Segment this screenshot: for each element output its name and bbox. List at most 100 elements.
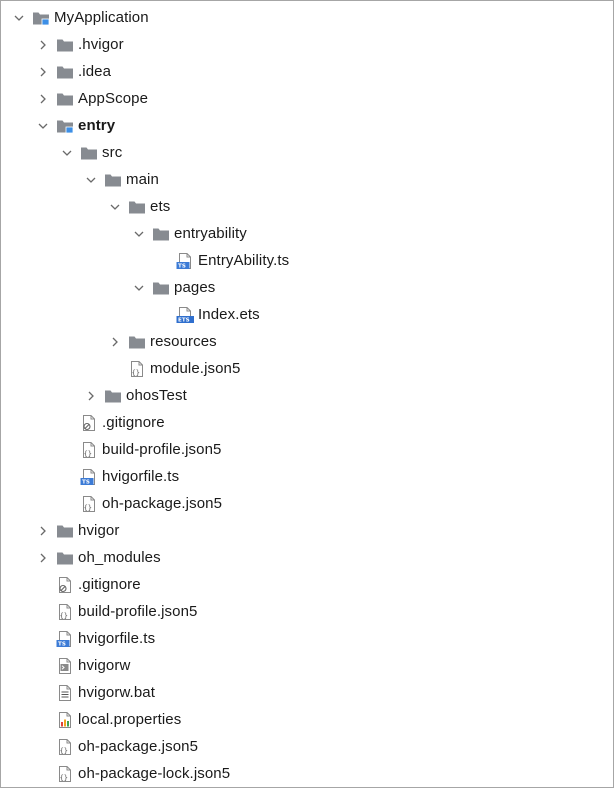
tree-item-label: build-profile.json5 <box>78 603 198 620</box>
tree-item-root-gitignore[interactable]: .gitignore <box>1 571 613 598</box>
svg-text:{}: {} <box>132 369 140 377</box>
tree-item-root-build-profile[interactable]: {} build-profile.json5 <box>1 598 613 625</box>
chevron-right-icon[interactable] <box>35 37 51 53</box>
tree-item-hvigorw-bat[interactable]: hvigorw.bat <box>1 679 613 706</box>
tree-item-idea[interactable]: .idea <box>1 58 613 85</box>
folder-icon <box>56 36 74 54</box>
tree-item-label: src <box>102 144 123 161</box>
gitignore-file-icon <box>80 414 98 432</box>
tree-item-resources[interactable]: resources <box>1 328 613 355</box>
tree-item-oh-modules[interactable]: oh_modules <box>1 544 613 571</box>
tree-item-label: oh-package.json5 <box>78 738 199 755</box>
tree-item-label: Index.ets <box>198 306 260 323</box>
folder-icon <box>152 279 170 297</box>
folder-icon <box>104 171 122 189</box>
svg-text:ETS: ETS <box>178 317 190 323</box>
tree-item-appscope[interactable]: AppScope <box>1 85 613 112</box>
tree-item-label: build-profile.json5 <box>102 441 222 458</box>
tree-item-root-hvigorfile[interactable]: TS hvigorfile.ts <box>1 625 613 652</box>
json-file-icon: {} <box>80 495 98 513</box>
chevron-right-icon[interactable] <box>83 388 99 404</box>
chevron-right-icon[interactable] <box>35 523 51 539</box>
tree-item-label: hvigor <box>78 522 120 539</box>
tree-item-root-oh-package-lock[interactable]: {} oh-package-lock.json5 <box>1 760 613 787</box>
tree-item-hvigorw[interactable]: hvigorw <box>1 652 613 679</box>
svg-text:TS: TS <box>82 479 90 485</box>
tree-item-label: local.properties <box>78 711 182 728</box>
tree-item-label: .idea <box>78 63 112 80</box>
ets-file-icon: ETS <box>176 306 194 324</box>
module-folder-icon <box>56 117 74 135</box>
folder-icon <box>152 225 170 243</box>
json-file-icon: {} <box>80 441 98 459</box>
tree-item-pages[interactable]: pages <box>1 274 613 301</box>
folder-icon <box>128 333 146 351</box>
tree-item-label: main <box>126 171 159 188</box>
script-file-icon <box>56 657 74 675</box>
json-file-icon: {} <box>128 360 146 378</box>
folder-icon <box>104 387 122 405</box>
tree-item-label: entryability <box>174 225 247 242</box>
tree-item-entry-gitignore[interactable]: .gitignore <box>1 409 613 436</box>
tree-item-label: ohosTest <box>126 387 187 404</box>
tree-item-label: EntryAbility.ts <box>198 252 290 269</box>
tree-item-entry-oh-package[interactable]: {} oh-package.json5 <box>1 490 613 517</box>
tree-item-main[interactable]: main <box>1 166 613 193</box>
tree-item-label: hvigorw.bat <box>78 684 155 701</box>
tree-item-ohostest[interactable]: ohosTest <box>1 382 613 409</box>
svg-text:{}: {} <box>60 774 68 782</box>
tree-item-label: .gitignore <box>102 414 165 431</box>
tree-item-src[interactable]: src <box>1 139 613 166</box>
tree-item-entry-hvigorfile[interactable]: TS hvigorfile.ts <box>1 463 613 490</box>
chevron-down-icon[interactable] <box>11 10 27 26</box>
json-file-icon: {} <box>56 738 74 756</box>
ts-file-icon: TS <box>176 252 194 270</box>
properties-file-icon <box>56 711 74 729</box>
tree-item-label: hvigorfile.ts <box>78 630 156 647</box>
tree-item-label: oh-package.json5 <box>102 495 223 512</box>
tree-item-module-json5[interactable]: {} module.json5 <box>1 355 613 382</box>
chevron-down-icon[interactable] <box>131 280 147 296</box>
tree-item-label: oh-package-lock.json5 <box>78 765 231 782</box>
chevron-right-icon[interactable] <box>35 64 51 80</box>
tree-item-label: .gitignore <box>78 576 141 593</box>
svg-text:{}: {} <box>84 504 92 512</box>
tree-item-label: .hvigor <box>78 36 124 53</box>
folder-icon <box>56 90 74 108</box>
tree-item-ets[interactable]: ets <box>1 193 613 220</box>
tree-item-local-properties[interactable]: local.properties <box>1 706 613 733</box>
tree-item-index-ets[interactable]: ETS Index.ets <box>1 301 613 328</box>
folder-icon <box>56 522 74 540</box>
chevron-down-icon[interactable] <box>35 118 51 134</box>
chevron-down-icon[interactable] <box>83 172 99 188</box>
folder-icon <box>56 549 74 567</box>
ts-file-icon: TS <box>56 630 74 648</box>
chevron-down-icon[interactable] <box>107 199 123 215</box>
tree-item-label: pages <box>174 279 216 296</box>
folder-icon <box>80 144 98 162</box>
chevron-down-icon[interactable] <box>131 226 147 242</box>
tree-item-entry[interactable]: entry <box>1 112 613 139</box>
chevron-right-icon[interactable] <box>107 334 123 350</box>
tree-item-label: module.json5 <box>150 360 241 377</box>
tree-item-label: resources <box>150 333 217 350</box>
folder-icon <box>56 63 74 81</box>
chevron-right-icon[interactable] <box>35 91 51 107</box>
tree-item-hvigor-dir[interactable]: .hvigor <box>1 31 613 58</box>
svg-text:TS: TS <box>58 641 66 647</box>
tree-item-label: entry <box>78 117 116 134</box>
module-folder-icon <box>32 9 50 27</box>
chevron-right-icon[interactable] <box>35 550 51 566</box>
tree-item-entry-build-profile[interactable]: {}build-profile.json5 <box>1 436 613 463</box>
tree-item-hvigor[interactable]: hvigor <box>1 517 613 544</box>
tree-item-label: hvigorfile.ts <box>102 468 180 485</box>
tree-item-entryability[interactable]: entryability <box>1 220 613 247</box>
tree-item-root-oh-package[interactable]: {} oh-package.json5 <box>1 733 613 760</box>
tree-item-myapplication[interactable]: MyApplication <box>1 4 613 31</box>
svg-text:{}: {} <box>60 747 68 755</box>
chevron-down-icon[interactable] <box>59 145 75 161</box>
svg-text:{}: {} <box>60 612 68 620</box>
